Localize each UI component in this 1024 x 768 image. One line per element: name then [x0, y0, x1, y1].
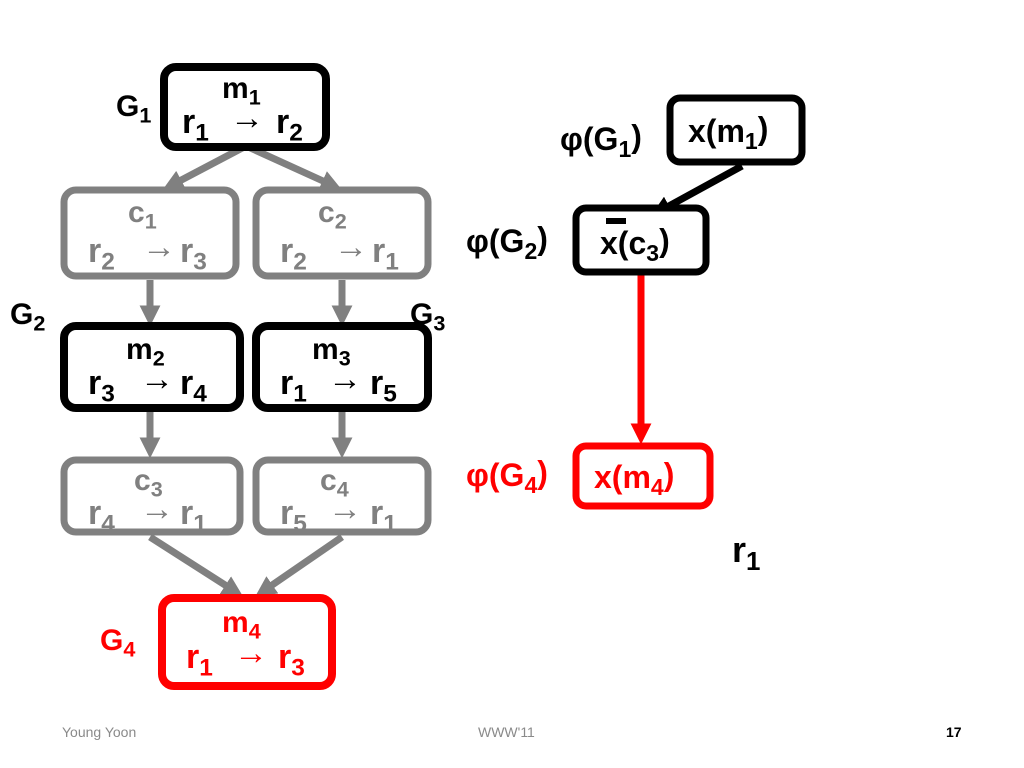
node-c1: c1 r2 → r3: [60, 186, 240, 280]
x-c3-label: x(c3): [600, 222, 670, 266]
node-to: r5: [370, 364, 397, 407]
node-c3: c3 r4 → r1: [60, 456, 244, 537]
svg-text:r3: r3: [180, 232, 207, 275]
arrow-icon: →: [328, 360, 362, 398]
node-m4: m4 r1 → r3: [158, 594, 336, 690]
node-c2: c2 r2 → r1: [252, 186, 432, 280]
edge-c4-m4: [255, 534, 344, 597]
arrow-icon: →: [234, 634, 268, 672]
x-m1-box: [666, 94, 806, 166]
edge-c3-m4: [148, 534, 244, 597]
group-label-g4: G4: [100, 624, 135, 661]
arrow-icon: →: [140, 490, 174, 528]
arrow-icon: →: [140, 360, 174, 398]
x-m4-box: [572, 442, 714, 510]
node-m3: m3 r1 → r5: [252, 322, 432, 412]
node-label: m1: [222, 72, 261, 109]
tree-edges: [139, 142, 353, 597]
svg-text:m1: m1: [222, 72, 261, 109]
edge-xm1-xc3: [650, 162, 744, 217]
group-label-g2: G2: [10, 298, 45, 335]
arrow-icon: →: [334, 228, 368, 266]
edge-m1-c2: [244, 142, 342, 191]
node-to: r3: [180, 232, 207, 275]
footer-page-number: 17: [946, 724, 962, 740]
node-c4: c4 r5 → r1: [252, 456, 432, 537]
phi-g2-label: φ(G2): [466, 220, 548, 264]
group-label-g1: G1: [116, 90, 151, 127]
svg-text:r5: r5: [370, 364, 397, 407]
edge-m1-c1: [162, 142, 248, 190]
phi-g1-label: φ(G1): [560, 118, 642, 162]
r1-label: r1: [732, 529, 760, 576]
footer-venue: WWW'11: [478, 724, 535, 740]
node-m2: m2 r3 → r4: [60, 322, 244, 412]
x-bar-overline: [606, 218, 626, 224]
arrow-icon: →: [142, 228, 176, 266]
footer-author: Young Yoon: [62, 724, 137, 740]
arrow-icon: →: [328, 490, 362, 528]
group-label-g3: G3: [410, 298, 445, 335]
phi-g4-label: φ(G4): [466, 454, 548, 498]
node-m1: m1 r1 → r2: [160, 63, 330, 151]
arrow-icon: →: [230, 99, 264, 137]
